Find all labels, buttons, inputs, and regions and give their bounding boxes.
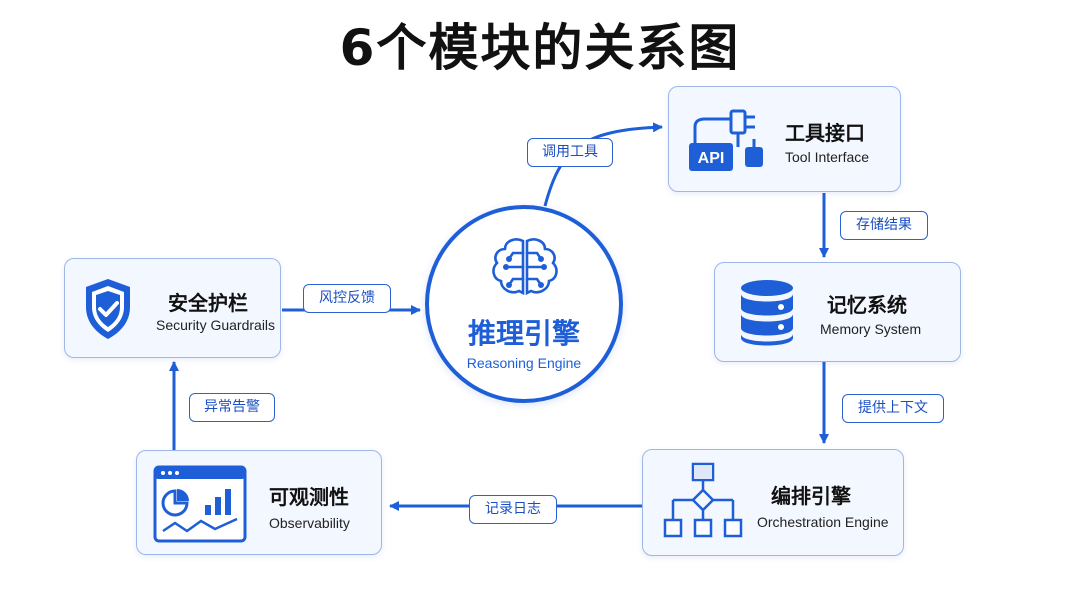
orchestration-engine-card: 编排引擎 Orchestration Engine [642, 449, 904, 556]
edge-label-give-context: 提供上下文 [842, 394, 944, 423]
tool-interface-card: API 工具接口 Tool Interface [668, 86, 901, 192]
shield-check-icon [86, 279, 130, 339]
database-icon [741, 280, 793, 346]
edge-label-alert: 异常告警 [189, 393, 275, 422]
api-label: API [698, 150, 725, 167]
dashboard-icon [153, 465, 247, 543]
security-guardrails-subtitle: Security Guardrails [156, 317, 276, 333]
edge-label-store-result: 存储结果 [840, 211, 928, 240]
orchestration-engine-subtitle: Orchestration Engine [757, 514, 889, 530]
memory-system-title: 记忆系统 [827, 293, 907, 317]
observability-card: 可观测性 Observability [136, 450, 382, 555]
api-plug-icon: API [689, 109, 763, 171]
edge-label-risk-feedback: 风控反馈 [303, 284, 391, 313]
reasoning-engine-title: 推理引擎 [467, 317, 580, 350]
flowchart-icon [663, 462, 743, 538]
brain-icon [492, 238, 558, 296]
reasoning-engine-subtitle: Reasoning Engine [466, 355, 582, 371]
page-title: 6个模块的关系图 [339, 19, 741, 77]
memory-system-subtitle: Memory System [820, 321, 922, 337]
security-guardrails-card: 安全护栏 Security Guardrails [64, 258, 281, 358]
security-guardrails-title: 安全护栏 [168, 291, 248, 315]
observability-title: 可观测性 [269, 485, 349, 509]
tool-interface-title: 工具接口 [785, 121, 865, 145]
reasoning-engine-node: 推理引擎 Reasoning Engine [425, 205, 623, 403]
observability-subtitle: Observability [269, 515, 350, 531]
tool-interface-subtitle: Tool Interface [785, 149, 870, 165]
edge-label-log: 记录日志 [469, 495, 557, 524]
orchestration-engine-title: 编排引擎 [771, 484, 851, 508]
edge-label-call-tool: 调用工具 [527, 138, 613, 167]
memory-system-card: 记忆系统 Memory System [714, 262, 961, 362]
